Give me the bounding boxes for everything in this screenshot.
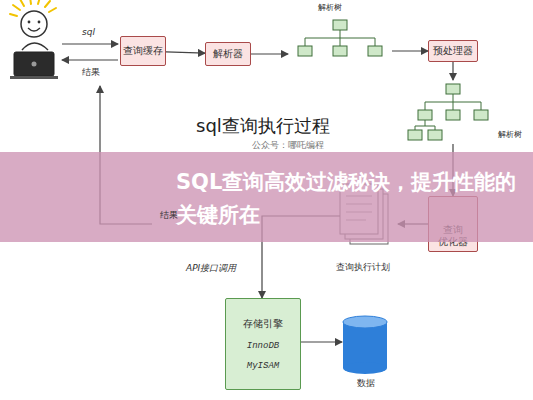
database-cylinder bbox=[343, 316, 387, 374]
flow-label: sql bbox=[82, 27, 95, 37]
user-illustration bbox=[10, 0, 58, 79]
node-text: 查询缓存 bbox=[123, 44, 163, 58]
diagram-title: sql查询执行过程 bbox=[196, 114, 330, 138]
node-text: 解析树 bbox=[498, 129, 522, 140]
flow-label: 结果 bbox=[82, 66, 100, 79]
storage-engine-box: 存储引擎 InnoDB MyISAM bbox=[225, 298, 301, 390]
request-arrow bbox=[62, 43, 118, 44]
data-node: 数据 bbox=[338, 312, 394, 392]
node-text: 解析树 bbox=[318, 2, 342, 13]
banner-band bbox=[0, 152, 533, 242]
process-box: 预处理器 bbox=[428, 40, 478, 62]
flow-arrow bbox=[166, 52, 205, 53]
node-text: 数据 bbox=[357, 377, 375, 390]
node-text: 预处理器 bbox=[433, 44, 473, 58]
flow-arrow bbox=[452, 62, 453, 80]
watermark: 公众号：哪吒编程 bbox=[252, 139, 324, 152]
parse-tree bbox=[408, 84, 488, 140]
process-box: 查询缓存 bbox=[120, 36, 166, 66]
process-box: 解析器 bbox=[205, 42, 251, 66]
node-text: 存储引擎 bbox=[243, 317, 283, 331]
result-arrow bbox=[62, 59, 118, 60]
banner-headline: SQL查询高效过滤秘诀，提升性能的关键所在 bbox=[176, 166, 521, 232]
flow-arrow bbox=[301, 341, 342, 342]
node-text: MyISAM bbox=[247, 361, 279, 371]
parse-tree-node: 解析树 bbox=[288, 2, 392, 66]
parse-tree bbox=[298, 20, 382, 56]
flow-label: 结果 bbox=[160, 209, 178, 222]
node-text: 解析器 bbox=[213, 47, 243, 61]
edge-label: API接口调用 bbox=[186, 262, 236, 275]
flow-arrow bbox=[251, 53, 288, 54]
parse-tree-node: 解析树 bbox=[404, 80, 526, 144]
node-text: 查询执行计划 bbox=[336, 261, 390, 274]
node-text: InnoDB bbox=[247, 341, 279, 351]
flow-arrow bbox=[392, 50, 428, 51]
